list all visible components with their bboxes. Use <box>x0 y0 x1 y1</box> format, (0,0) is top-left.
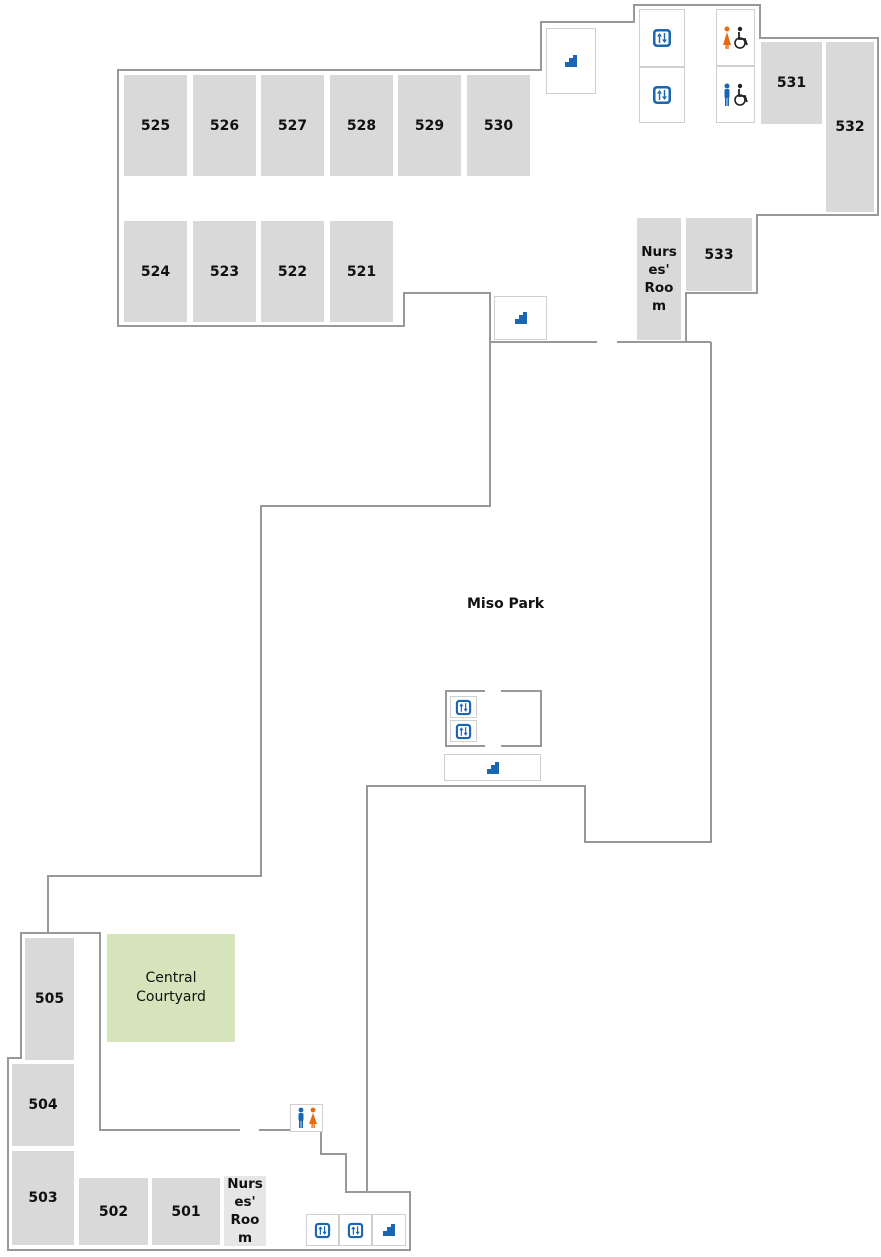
accessible-female-restroom-icon <box>716 9 755 66</box>
room-528[interactable]: 528 <box>330 75 393 176</box>
restroom-icon <box>290 1104 323 1132</box>
stairs-icon <box>494 296 547 340</box>
room-522[interactable]: 522 <box>261 221 324 322</box>
room-521[interactable]: 521 <box>330 221 393 322</box>
area-label-miso-park: Miso Park <box>467 596 545 612</box>
room-523[interactable]: 523 <box>193 221 256 322</box>
room-532[interactable]: 532 <box>826 42 874 212</box>
room-505[interactable]: 505 <box>25 938 74 1060</box>
elevator-icon <box>450 720 477 742</box>
room-524[interactable]: 524 <box>124 221 187 322</box>
room-530[interactable]: 530 <box>467 75 530 176</box>
room-527[interactable]: 527 <box>261 75 324 176</box>
room-526[interactable]: 526 <box>193 75 256 176</box>
room-502[interactable]: 502 <box>79 1178 148 1245</box>
elevator-icon <box>639 9 685 67</box>
accessible-male-restroom-icon <box>716 66 755 123</box>
room-501[interactable]: 501 <box>152 1178 220 1245</box>
room-531[interactable]: 531 <box>761 42 822 124</box>
elevator-icon <box>450 696 477 718</box>
elevator-icon <box>339 1214 372 1246</box>
room-525[interactable]: 525 <box>124 75 187 176</box>
stairs-icon <box>372 1214 406 1246</box>
elevator-icon <box>306 1214 339 1246</box>
stairs-icon <box>546 28 596 94</box>
nurses-room-south[interactable]: Nurs es' Roo m <box>224 1176 266 1246</box>
nurses-room-north[interactable]: Nurs es' Roo m <box>637 218 681 340</box>
room-503[interactable]: 503 <box>12 1151 74 1245</box>
stairs-icon <box>444 754 541 781</box>
room-529[interactable]: 529 <box>398 75 461 176</box>
room-533[interactable]: 533 <box>686 218 752 291</box>
elevator-icon <box>639 67 685 123</box>
room-504[interactable]: 504 <box>12 1064 74 1146</box>
central-courtyard[interactable]: Central Courtyard <box>107 934 235 1042</box>
